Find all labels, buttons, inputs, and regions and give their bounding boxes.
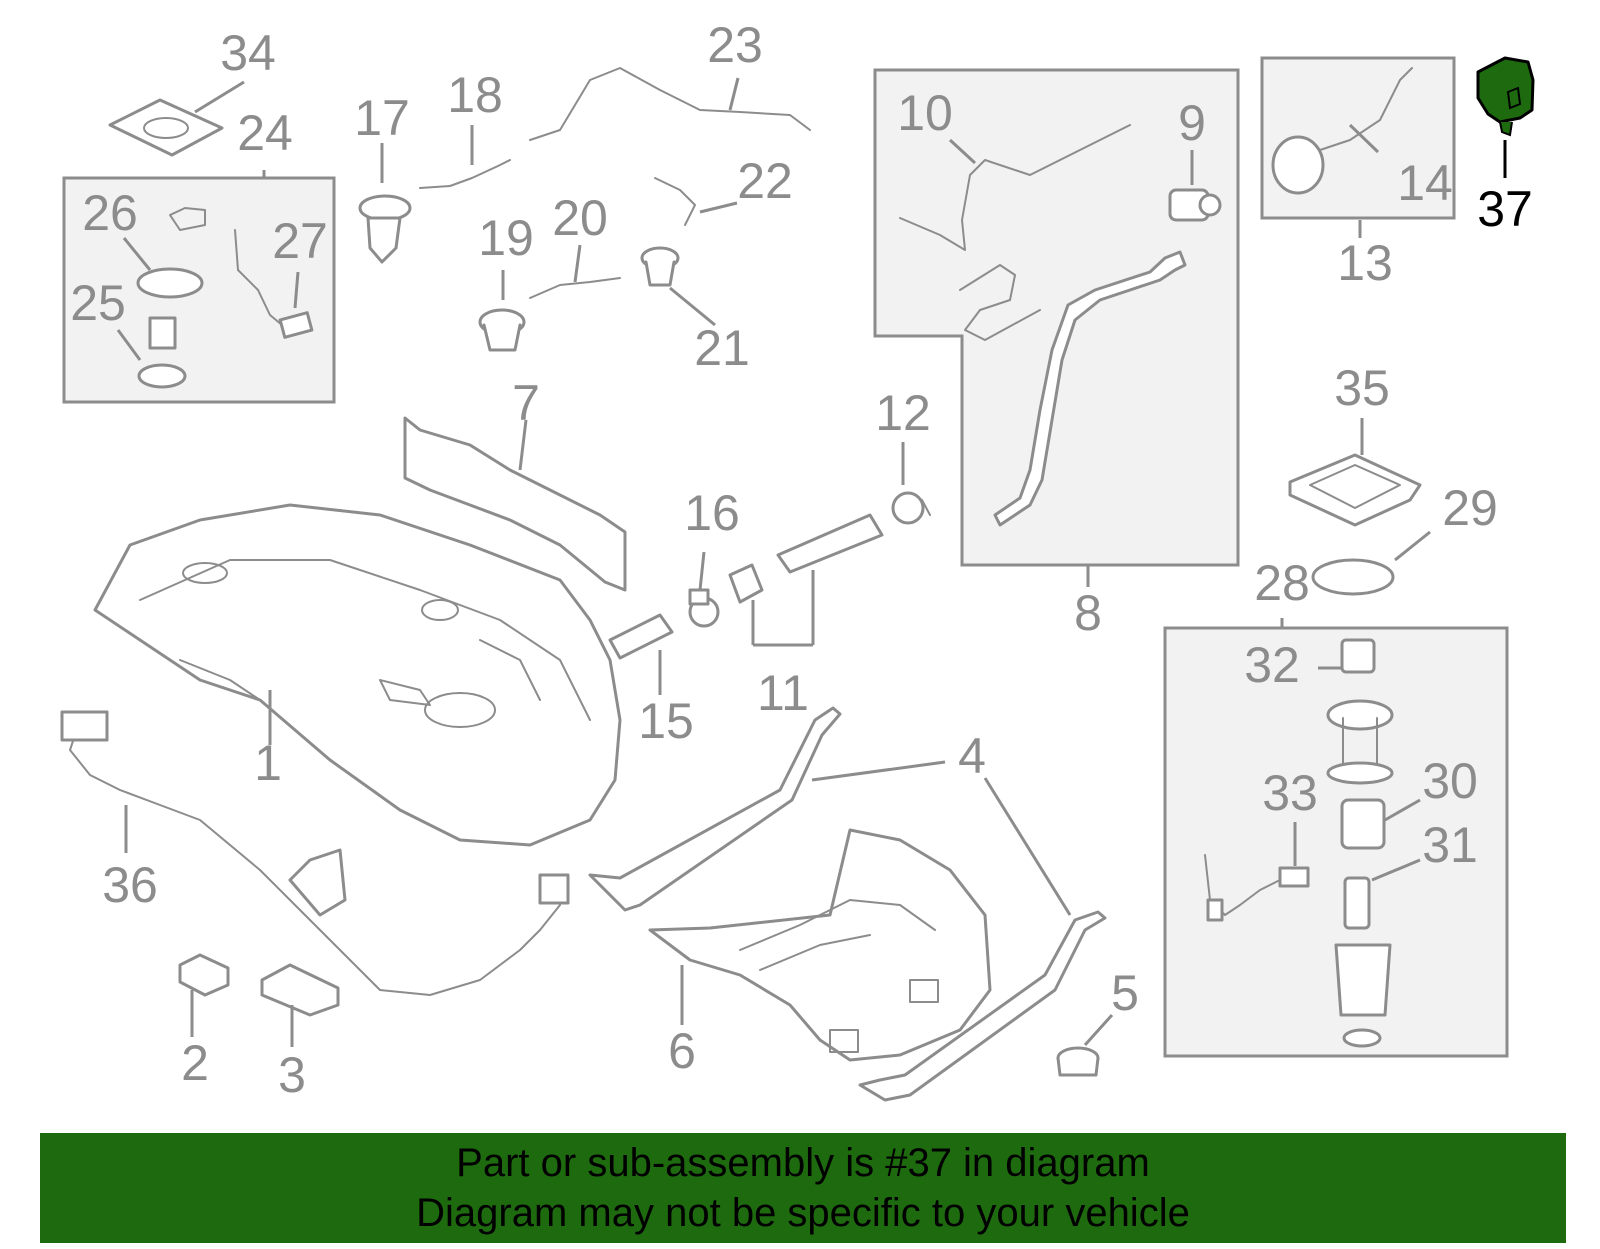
callout-22: 22 <box>737 153 793 209</box>
callout-17: 17 <box>354 90 410 146</box>
hose-part-11[interactable] <box>776 513 884 574</box>
callout-23: 23 <box>707 17 763 73</box>
callout-9: 9 <box>1178 95 1206 151</box>
callout-4: 4 <box>958 728 986 784</box>
callout-33: 33 <box>1262 765 1318 821</box>
callout-2: 2 <box>181 1035 209 1091</box>
info-banner: Part or sub-assembly is #37 in diagram D… <box>40 1133 1566 1243</box>
highlighted-part-37[interactable] <box>1476 56 1535 137</box>
callout-14: 14 <box>1397 155 1453 211</box>
wiring-harness-part[interactable] <box>60 710 570 996</box>
pad-part-3[interactable] <box>260 963 340 1017</box>
callout-31: 31 <box>1422 817 1478 873</box>
pad-part-2[interactable] <box>178 953 230 997</box>
callout-10: 10 <box>897 85 953 141</box>
valve-part-9[interactable] <box>1168 188 1222 222</box>
vent-tube-part-10-lower[interactable] <box>959 264 1041 341</box>
callout-34: 34 <box>220 25 276 81</box>
callout-27: 27 <box>272 213 328 269</box>
hose-part-15[interactable] <box>608 613 674 660</box>
callout-11: 11 <box>757 665 809 721</box>
clamp-part-12[interactable] <box>891 491 931 525</box>
valve-part-17[interactable] <box>358 194 412 264</box>
callout-36: 36 <box>102 857 158 913</box>
callout-26: 26 <box>82 185 138 241</box>
callout-1: 1 <box>254 735 282 791</box>
callout-37: 37 <box>1477 181 1533 237</box>
callout-25: 25 <box>70 275 126 331</box>
fuel-tank-part[interactable] <box>93 503 622 847</box>
group-box-28 <box>1163 626 1509 1058</box>
strap-part-4-right[interactable] <box>858 910 1107 1102</box>
level-sensor-part-27[interactable] <box>234 229 314 339</box>
callout-16: 16 <box>684 485 740 541</box>
fuel-sender-part-26[interactable] <box>136 207 206 350</box>
callout-12: 12 <box>875 385 931 441</box>
grommet-part-21[interactable] <box>640 246 680 287</box>
callout-24: 24 <box>237 105 293 161</box>
grommet-part-5[interactable] <box>1056 1046 1100 1077</box>
o-ring-part-29[interactable] <box>1311 558 1395 596</box>
callout-15: 15 <box>638 693 694 749</box>
gasket-part-34[interactable] <box>108 98 224 157</box>
fuel-cap-part-13[interactable] <box>1271 67 1413 195</box>
callout-3: 3 <box>278 1047 306 1103</box>
callout-13: 13 <box>1337 235 1393 291</box>
banner-line-2: Diagram may not be specific to your vehi… <box>416 1191 1190 1235</box>
o-ring-part-25[interactable] <box>137 363 187 389</box>
clamp-part-16[interactable] <box>688 588 720 628</box>
callout-18: 18 <box>447 67 503 123</box>
callout-32: 32 <box>1244 637 1300 693</box>
callout-8: 8 <box>1074 585 1102 641</box>
callout-29: 29 <box>1442 480 1498 536</box>
hose-part-18[interactable] <box>419 159 511 189</box>
grommet-part-19[interactable] <box>478 308 526 352</box>
banner-line-1: Part or sub-assembly is #37 in diagram <box>456 1141 1150 1185</box>
callout-5: 5 <box>1111 965 1139 1021</box>
fuel-pump-assembly-part-28[interactable] <box>1326 638 1394 1048</box>
hose-part-23[interactable] <box>529 67 811 141</box>
callout-6: 6 <box>668 1023 696 1079</box>
callout-35: 35 <box>1334 360 1390 416</box>
hose-part-22[interactable] <box>654 177 696 226</box>
connector-part-11[interactable] <box>728 563 764 604</box>
leader-lines <box>116 77 1507 1047</box>
callout-20: 20 <box>552 190 608 246</box>
vent-tube-part-10[interactable] <box>899 124 1131 251</box>
callout-30: 30 <box>1422 753 1478 809</box>
callout-28: 28 <box>1254 555 1310 611</box>
gasket-part-35[interactable] <box>1288 453 1422 527</box>
callout-19: 19 <box>478 210 534 266</box>
level-sensor-part-33[interactable] <box>1204 854 1310 922</box>
filler-neck-part-8[interactable] <box>993 250 1187 527</box>
callout-21: 21 <box>694 320 750 376</box>
callout-7: 7 <box>512 375 540 431</box>
strap-part-4-left[interactable] <box>588 706 842 912</box>
under-cover-part[interactable] <box>648 828 992 1062</box>
hose-part-20[interactable] <box>529 277 621 299</box>
heat-shield-strip-part[interactable] <box>403 416 627 592</box>
